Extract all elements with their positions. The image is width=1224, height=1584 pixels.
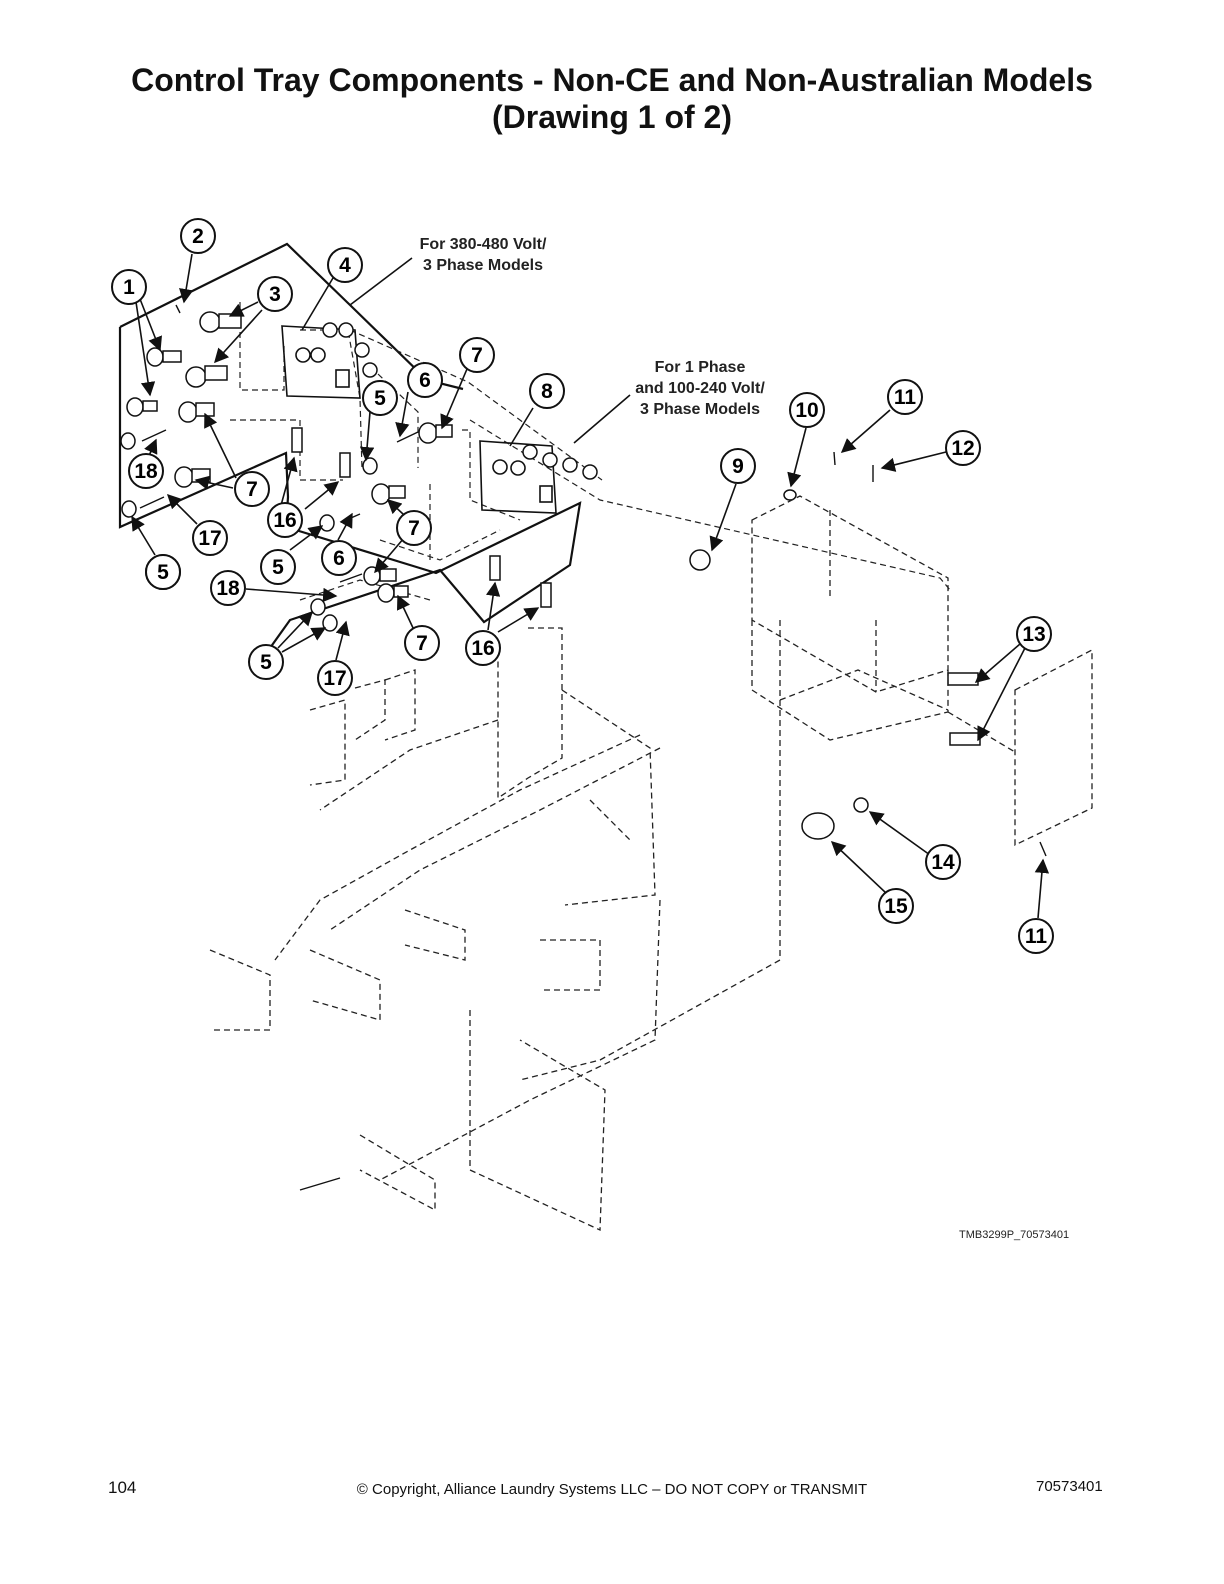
callout-12: 12 bbox=[945, 430, 981, 466]
callout-label: 17 bbox=[198, 527, 221, 550]
callout-label: 1 bbox=[123, 276, 135, 299]
callout-15: 15 bbox=[878, 888, 914, 924]
callout-label: 5 bbox=[272, 556, 284, 579]
callout-17: 17 bbox=[317, 660, 353, 696]
callout-label: 10 bbox=[795, 399, 818, 422]
callout-label: 15 bbox=[884, 895, 908, 918]
control-tray-front-panel bbox=[118, 242, 582, 656]
callout-label: 16 bbox=[471, 637, 494, 660]
callout-9: 9 bbox=[720, 448, 756, 484]
terminal-plate-8 bbox=[479, 440, 557, 514]
callout-1: 1 bbox=[111, 269, 147, 305]
note-380-480-volt: For 380-480 Volt/ 3 Phase Models bbox=[388, 234, 578, 276]
callout-14: 14 bbox=[925, 844, 961, 880]
callout-label: 5 bbox=[157, 561, 169, 584]
callout-label: 13 bbox=[1022, 623, 1045, 646]
callout-13: 13 bbox=[1016, 616, 1052, 652]
callout-label: 18 bbox=[134, 460, 158, 483]
callout-10: 10 bbox=[789, 392, 825, 428]
callout-label: 4 bbox=[339, 254, 351, 277]
callout-label: 6 bbox=[333, 547, 345, 570]
callout-5: 5 bbox=[362, 380, 398, 416]
callout-label: 5 bbox=[374, 387, 386, 410]
callout-label: 14 bbox=[931, 851, 955, 874]
callout-label: 17 bbox=[323, 667, 346, 690]
callout-18: 18 bbox=[210, 570, 246, 606]
callout-label: 7 bbox=[408, 517, 420, 540]
document-number: 70573401 bbox=[1036, 1478, 1103, 1495]
callout-11: 11 bbox=[887, 379, 923, 415]
callout-label: 3 bbox=[269, 283, 281, 306]
callout-label: 2 bbox=[192, 225, 204, 248]
callout-label: 5 bbox=[260, 651, 272, 674]
note-380-line1: For 380-480 Volt/ bbox=[419, 236, 547, 253]
callout-17: 17 bbox=[192, 520, 228, 556]
callout-18: 18 bbox=[128, 453, 164, 489]
page-title-line1: Control Tray Components - Non-CE and Non… bbox=[131, 62, 1093, 98]
note-1-phase: For 1 Phase and 100-240 Volt/ 3 Phase Mo… bbox=[605, 357, 795, 420]
callout-3: 3 bbox=[257, 276, 293, 312]
callout-label: 7 bbox=[246, 478, 258, 501]
page-number: 104 bbox=[108, 1478, 137, 1497]
callout-label: 7 bbox=[471, 344, 483, 367]
copyright-notice: © Copyright, Alliance Laundry Systems LL… bbox=[356, 1481, 868, 1498]
callout-5: 5 bbox=[248, 644, 284, 680]
callout-16: 16 bbox=[267, 502, 303, 538]
callout-7: 7 bbox=[234, 471, 270, 507]
drawing-id: TMB3299P_70573401 bbox=[959, 1229, 1070, 1241]
note-1phase-line2: and 100-240 Volt/ bbox=[635, 380, 765, 397]
callout-label: 9 bbox=[732, 455, 744, 478]
callout-7: 7 bbox=[459, 337, 495, 373]
callout-label: 8 bbox=[541, 380, 553, 403]
note-1phase-line1: For 1 Phase bbox=[654, 359, 746, 376]
callout-4: 4 bbox=[327, 247, 363, 283]
callout-16: 16 bbox=[465, 630, 501, 666]
callout-7: 7 bbox=[404, 625, 440, 661]
callout-7: 7 bbox=[396, 510, 432, 546]
callout-5: 5 bbox=[260, 549, 296, 585]
page-title-line2: (Drawing 1 of 2) bbox=[491, 99, 732, 135]
callout-6: 6 bbox=[407, 362, 443, 398]
callout-label: 7 bbox=[416, 632, 428, 655]
callout-label: 11 bbox=[894, 386, 917, 409]
callout-label: 18 bbox=[216, 577, 240, 600]
callout-5: 5 bbox=[145, 554, 181, 590]
callout-label: 16 bbox=[273, 509, 296, 532]
callout-8: 8 bbox=[529, 373, 565, 409]
note-1phase-line3: 3 Phase Models bbox=[639, 401, 761, 418]
callout-11: 11 bbox=[1018, 918, 1054, 954]
callout-label: 6 bbox=[419, 369, 431, 392]
callout-6: 6 bbox=[321, 540, 357, 576]
callout-label: 12 bbox=[951, 437, 974, 460]
callout-2: 2 bbox=[180, 218, 216, 254]
note-380-line2: 3 Phase Models bbox=[422, 257, 544, 274]
callout-label: 11 bbox=[1025, 925, 1048, 948]
